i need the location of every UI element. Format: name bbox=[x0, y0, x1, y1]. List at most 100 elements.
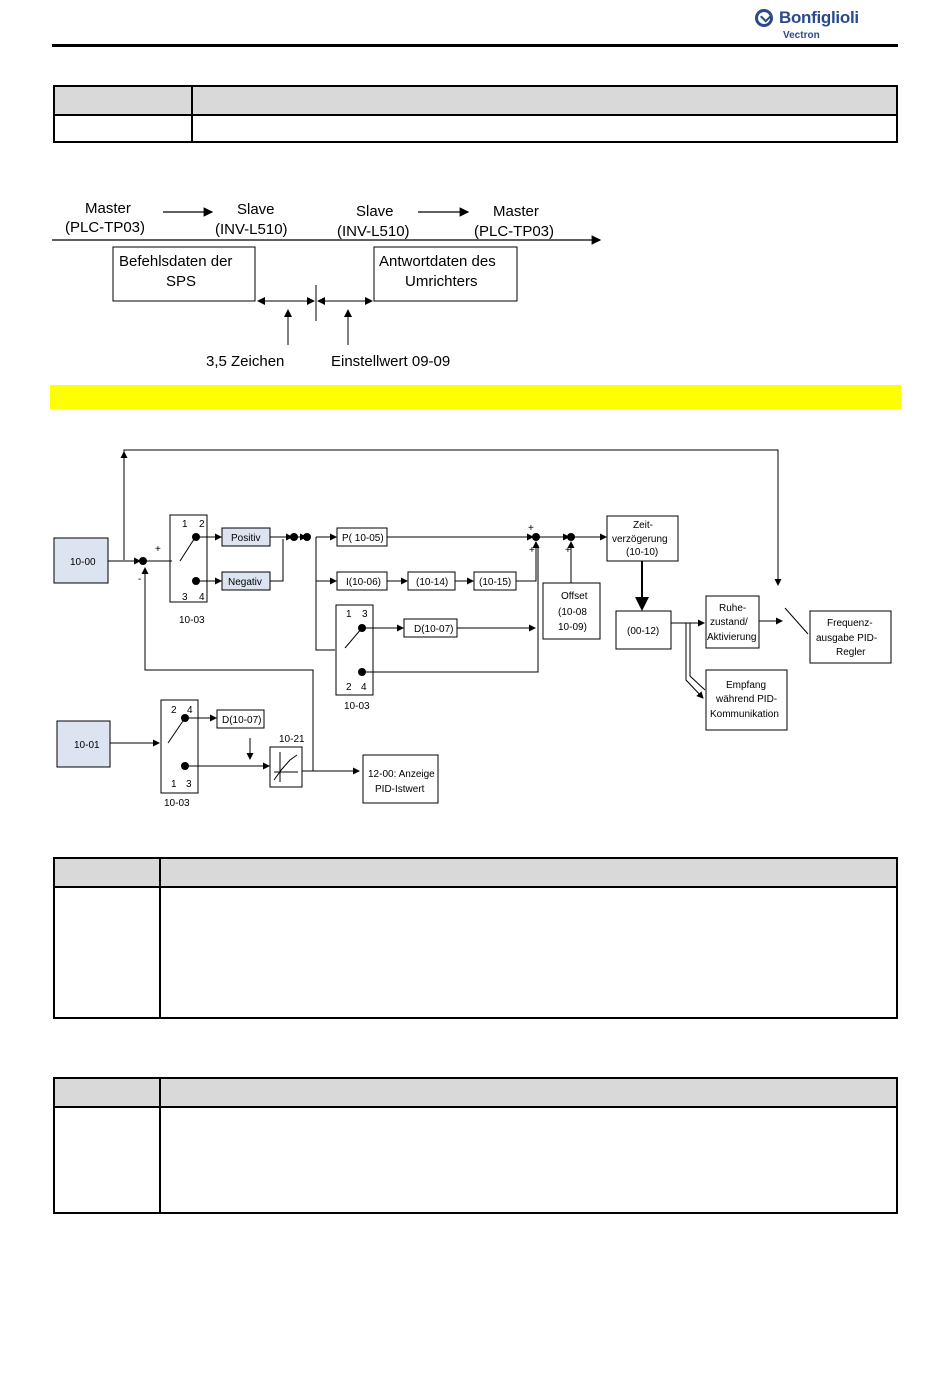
master-right-label: Master bbox=[493, 203, 539, 220]
filter-symbol bbox=[273, 754, 298, 781]
pid-output-block bbox=[809, 610, 892, 664]
master-left-label: Master bbox=[85, 200, 131, 217]
table-row bbox=[53, 886, 898, 1019]
output-switch bbox=[784, 607, 809, 635]
table-row bbox=[53, 1106, 898, 1214]
sleep-line2: zustand/ bbox=[710, 617, 748, 628]
switch3-bottom2: 3 bbox=[186, 779, 192, 790]
bonfiglioli-logo-icon bbox=[755, 9, 773, 27]
p-label: P( 10-05) bbox=[342, 533, 384, 544]
switch3-bottom: 1 bbox=[171, 779, 177, 790]
limit-to-comm bbox=[685, 623, 704, 699]
parameter-table-2 bbox=[53, 857, 898, 1019]
filter-block bbox=[269, 746, 303, 788]
switch2-top: 1 bbox=[346, 609, 352, 620]
table-header-row bbox=[53, 857, 898, 888]
switch1-bottom: 3 bbox=[182, 592, 188, 603]
switch2-contact-top bbox=[358, 624, 366, 632]
i-limit-1-label: (10-14) bbox=[416, 577, 448, 588]
sleep-line1: Ruhe- bbox=[719, 603, 746, 614]
brand-name: Bonfiglioli bbox=[779, 8, 859, 27]
slave-left-id: (INV-L510) bbox=[215, 221, 288, 238]
display-block bbox=[362, 754, 439, 804]
output-line1: Frequenz- bbox=[827, 618, 873, 629]
switch1-top2: 2 bbox=[199, 519, 205, 530]
switch1-blade bbox=[179, 535, 197, 562]
comm-line1: Empfang bbox=[726, 680, 766, 691]
feedback-input-block bbox=[56, 720, 111, 768]
response-data-line2: Umrichters bbox=[405, 273, 478, 290]
sleep-line3: Aktivierung bbox=[707, 632, 756, 643]
display-line2: PID-Istwert bbox=[375, 784, 425, 795]
offset-sum-node bbox=[567, 533, 575, 541]
direction-switch-box bbox=[169, 514, 208, 603]
comm-line2: während PID- bbox=[715, 694, 777, 705]
switch3-top2: 4 bbox=[187, 705, 193, 716]
switch3-contact-bottom bbox=[181, 762, 189, 770]
command-data-box bbox=[112, 246, 256, 302]
offset-line3: 10-09) bbox=[558, 622, 587, 633]
brand-sub: Vectron bbox=[783, 30, 820, 41]
sum-plus: + bbox=[155, 544, 161, 555]
switch1-contact-bottom bbox=[192, 577, 200, 585]
sum-minus: - bbox=[138, 574, 141, 585]
delay-line2: verzögerung bbox=[612, 534, 668, 545]
delay-line1: Zeit- bbox=[633, 520, 653, 531]
header-rule bbox=[52, 44, 898, 47]
pid-sum-node bbox=[532, 533, 540, 541]
response-data-line1: Antwortdaten des bbox=[379, 253, 496, 270]
negative-label: Negativ bbox=[228, 577, 262, 588]
split-node bbox=[303, 533, 311, 541]
switch1-top: 1 bbox=[182, 519, 188, 530]
table-header-row bbox=[53, 1077, 898, 1108]
response-data-box bbox=[373, 246, 518, 302]
switch3-caption: 10-03 bbox=[164, 798, 190, 809]
d-label: D(10-07) bbox=[414, 624, 453, 635]
sum-node-input bbox=[139, 557, 147, 565]
rtu-timing-diagram: Master (PLC-TP03) Slave (INV-L510) Slave… bbox=[52, 200, 602, 370]
switch2-top2: 3 bbox=[362, 609, 368, 620]
slave-right-id: (INV-L510) bbox=[337, 223, 410, 240]
i-to-sum bbox=[516, 541, 540, 582]
table-header-row bbox=[53, 85, 898, 116]
switch3-blade bbox=[167, 717, 186, 744]
switch1-bottom2: 4 bbox=[199, 592, 205, 603]
feedback-switch-box bbox=[160, 699, 199, 794]
pid-block-diagram: 10-00 + - 1 2 3 4 10-03 Positiv Negativ … bbox=[53, 449, 892, 809]
d2-block bbox=[216, 709, 265, 729]
switch2-bottom-to-sum bbox=[365, 545, 539, 673]
switch3-contact-top bbox=[181, 714, 189, 722]
split-vertical bbox=[315, 537, 335, 651]
command-data-line1: Befehlsdaten der bbox=[119, 253, 232, 270]
i-limit-2-label: (10-15) bbox=[479, 577, 511, 588]
switch2-contact-bottom bbox=[358, 668, 366, 676]
combine-node bbox=[290, 533, 298, 541]
comm-line3: Kommunikation bbox=[710, 709, 779, 720]
negative-to-node bbox=[270, 539, 284, 582]
comm-block bbox=[705, 669, 788, 731]
switch1-caption: 10-03 bbox=[179, 615, 205, 626]
display-line1: 12-00: Anzeige bbox=[368, 769, 435, 780]
feedback-up-line bbox=[141, 567, 314, 771]
limit-label: (00-12) bbox=[627, 626, 659, 637]
offset-sum-plus: + bbox=[565, 545, 571, 556]
switch2-bottom: 2 bbox=[346, 682, 352, 693]
target-input-block bbox=[53, 537, 109, 584]
output-limit-block bbox=[615, 610, 672, 650]
target-input-label: 10-00 bbox=[70, 557, 96, 568]
slave-left-label: Slave bbox=[237, 201, 275, 218]
positive-label: Positiv bbox=[231, 533, 260, 544]
pid-sum-plus-top: + bbox=[528, 523, 534, 534]
offset-line2: (10-08 bbox=[558, 607, 587, 618]
chars-label: 3,5 Zeichen bbox=[206, 353, 284, 370]
switch2-bottom2: 4 bbox=[361, 682, 367, 693]
i-label: I(10-06) bbox=[346, 577, 381, 588]
command-data-line2: SPS bbox=[166, 273, 196, 290]
master-left-id: (PLC-TP03) bbox=[65, 219, 145, 236]
d-switch-box bbox=[335, 604, 374, 696]
parameter-table-3 bbox=[53, 1077, 898, 1214]
switch2-blade bbox=[344, 627, 363, 649]
d2-label: D(10-07) bbox=[222, 715, 261, 726]
sleep-wake-block bbox=[705, 595, 760, 649]
output-line3: Regler bbox=[836, 647, 866, 658]
